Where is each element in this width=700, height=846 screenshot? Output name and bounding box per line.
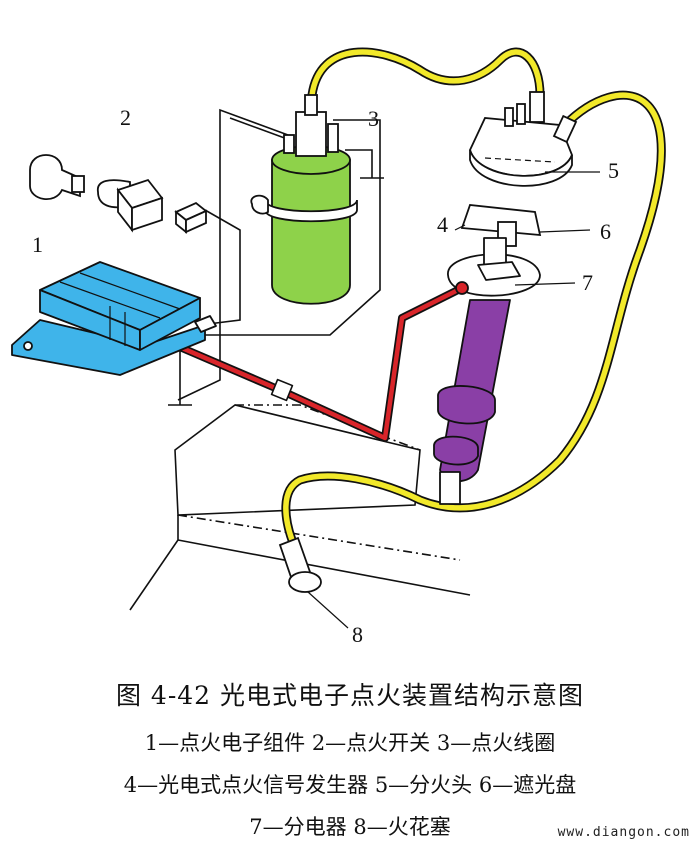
high-voltage-wires xyxy=(281,47,666,545)
signal-generator xyxy=(454,204,591,247)
legend-line-2: 4—光电式点火信号发生器 5—分火头 6—遮光盘 xyxy=(123,773,577,797)
ignition-module xyxy=(11,261,217,376)
low-voltage-wiring xyxy=(168,108,384,406)
label-6: 6 xyxy=(600,219,611,244)
signal-wire xyxy=(171,284,466,442)
legend-line-1: 1—点火电子组件 2—点火开关 3—点火线圈 xyxy=(144,731,556,755)
label-7: 7 xyxy=(582,270,593,295)
spark-plug xyxy=(278,536,349,629)
coil-to-distributor-wire xyxy=(309,49,543,98)
distributor-to-plug-wire xyxy=(283,92,665,543)
label-3: 3 xyxy=(368,106,379,131)
figure-title: 图 4-42 光电式电子点火装置结构示意图 xyxy=(115,681,585,710)
label-5: 5 xyxy=(608,158,619,183)
battery-outline xyxy=(129,404,471,611)
label-8: 8 xyxy=(352,622,363,647)
ignition-switch xyxy=(29,154,208,234)
label-2: 2 xyxy=(120,105,131,130)
ignition-system-diagram: 1 2 3 4 5 6 7 8 xyxy=(11,47,666,647)
distributor-body xyxy=(433,237,576,505)
watermark: www.diangon.com xyxy=(557,825,690,840)
legend-line-3: 7—分电器 8—火花塞 xyxy=(249,815,451,839)
label-4: 4 xyxy=(437,212,448,237)
ignition-coil xyxy=(250,94,358,305)
distributor-cap xyxy=(469,91,600,187)
label-1: 1 xyxy=(32,232,43,257)
